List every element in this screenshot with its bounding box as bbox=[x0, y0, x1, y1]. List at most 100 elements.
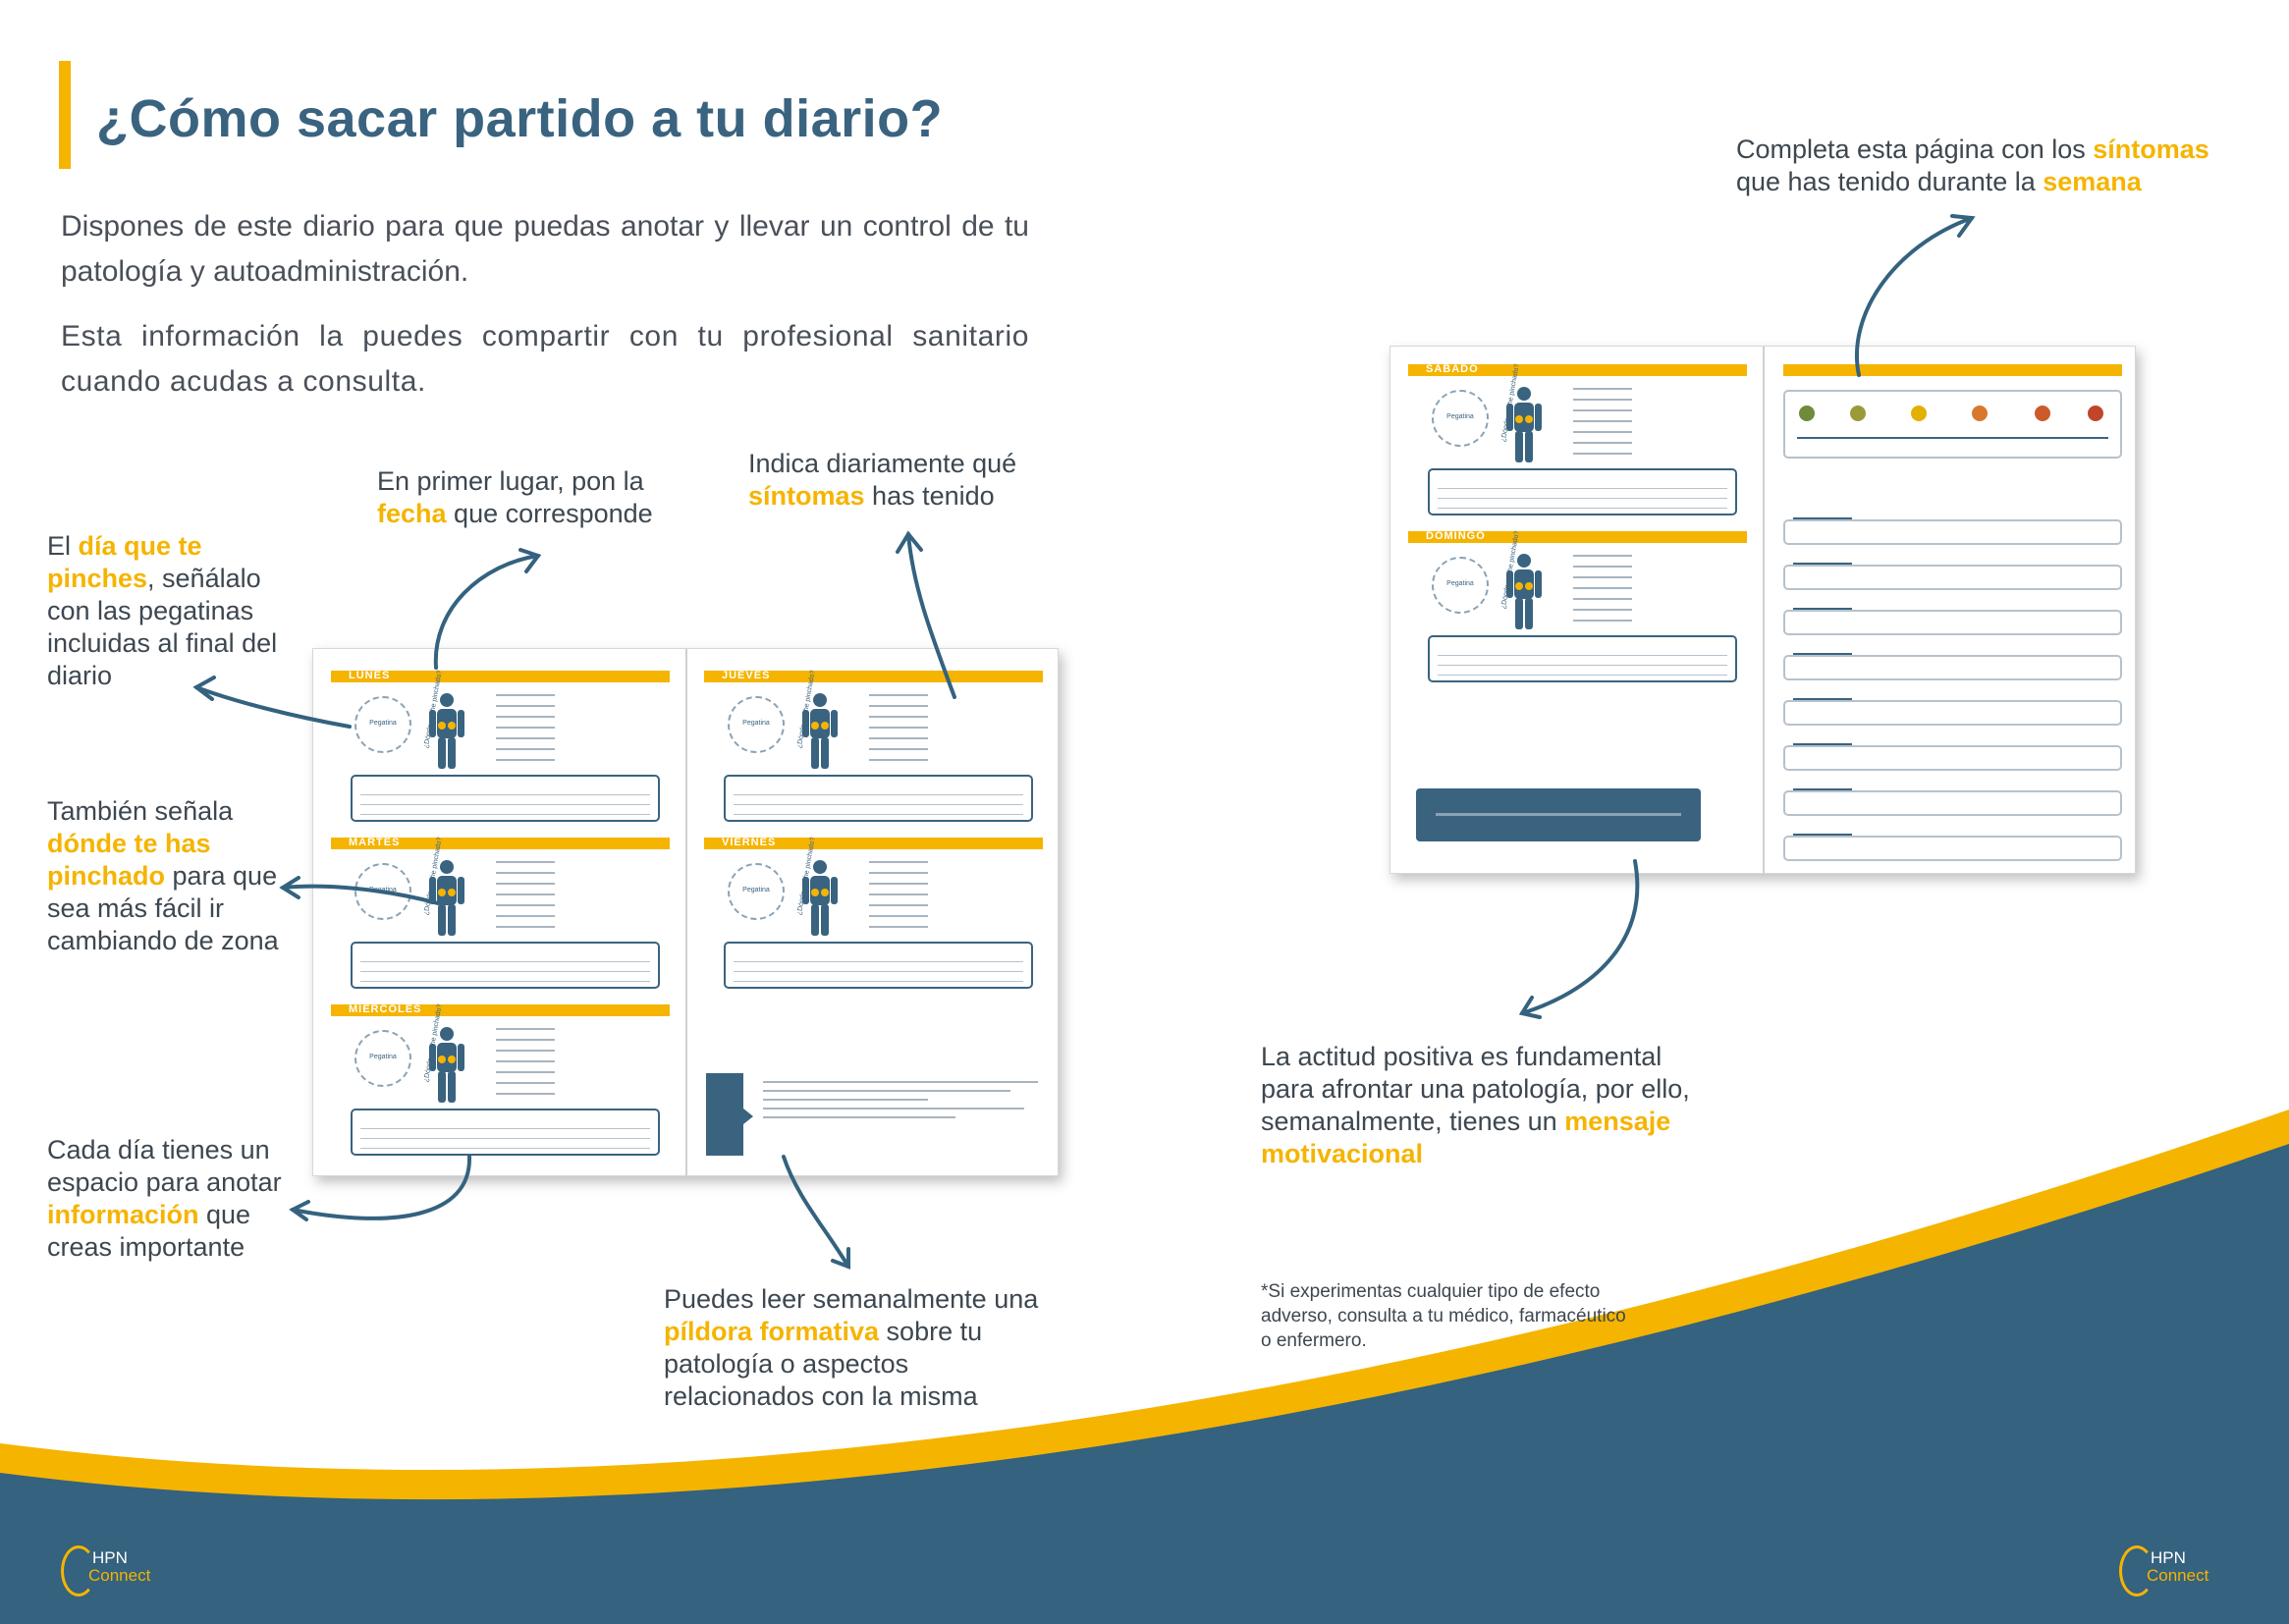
callout-actitud: La actitud positiva es fundamental para … bbox=[1261, 1041, 1693, 1170]
day-header: MARTES bbox=[331, 837, 670, 849]
logo-ring-icon bbox=[2119, 1545, 2154, 1597]
day-header: JUEVES bbox=[704, 670, 1043, 682]
day-card-viernes: VIERNES Pegatina ¿Dónde me he pinchado? bbox=[704, 837, 1043, 997]
logo-ring-icon bbox=[61, 1545, 96, 1597]
callout-highlight: fecha bbox=[377, 499, 447, 528]
body-figure-icon bbox=[1506, 554, 1542, 629]
summary-row bbox=[1783, 788, 2122, 816]
sticker-circle: Pegatina bbox=[354, 1030, 411, 1087]
notes-box bbox=[351, 1109, 660, 1156]
intro-paragraph-1: Dispones de este diario para que puedas … bbox=[61, 210, 1029, 288]
arrow-top-right bbox=[1855, 216, 1974, 377]
sticker-circle: Pegatina bbox=[354, 696, 411, 753]
body-figure-icon bbox=[802, 860, 838, 936]
summary-row bbox=[1783, 698, 2122, 726]
sticker-circle: Pegatina bbox=[1432, 390, 1489, 447]
day-header: LUNES bbox=[331, 670, 670, 682]
arrow-dia bbox=[194, 685, 352, 729]
diary-spread-weekend: SÁBADO Pegatina ¿Dónde me he pinchado? D… bbox=[1390, 346, 2136, 874]
callout-highlight: día que te pinches bbox=[47, 531, 202, 593]
day-name: DOMINGO bbox=[1426, 530, 1486, 542]
callout-text: has tenido bbox=[864, 481, 995, 511]
sticker-label: Pegatina bbox=[1446, 580, 1474, 587]
sticker-label: Pegatina bbox=[369, 1054, 397, 1060]
callout-highlight: mensaje motivacional bbox=[1261, 1107, 1671, 1168]
symptom-checklist bbox=[1573, 388, 1740, 463]
sticker-circle: Pegatina bbox=[728, 696, 785, 753]
arrow-actitud bbox=[1520, 859, 1640, 1015]
callout-dia: El día que te pinches, señálalo con las … bbox=[47, 530, 302, 692]
callout-text: para que sea más fácil ir cambiando de z… bbox=[47, 861, 279, 955]
day-name: MIÉRCOLES bbox=[349, 1003, 422, 1015]
summary-row bbox=[1783, 563, 2122, 590]
symptom-checklist bbox=[1573, 555, 1740, 630]
callout-text: Cada día tienes un espacio para anotar bbox=[47, 1135, 282, 1197]
arrow-fecha bbox=[433, 554, 540, 670]
day-name: LUNES bbox=[349, 670, 391, 681]
callout-text: que creas importante bbox=[47, 1200, 251, 1262]
day-header: MIÉRCOLES bbox=[331, 1003, 670, 1016]
summary-row bbox=[1783, 517, 2122, 545]
day-card-jueves: JUEVES Pegatina ¿Dónde me he pinchado? bbox=[704, 670, 1043, 830]
fatigue-scale bbox=[1783, 390, 2122, 459]
day-card-domingo: DOMINGO Pegatina ¿Dónde me he pinchado? bbox=[1408, 530, 1747, 690]
body-figure-icon bbox=[429, 1027, 464, 1103]
notes-box bbox=[351, 775, 660, 822]
motivational-banner bbox=[1416, 788, 1701, 841]
callout-text: que corresponde bbox=[446, 499, 653, 528]
diary-spread-weekdays: LUNES Pegatina ¿Dónde me he pinchado? MA… bbox=[312, 648, 1059, 1176]
intro-paragraph-2: Esta información la puedes compartir con… bbox=[61, 320, 1029, 398]
hpn-connect-logo: HPN Connect bbox=[59, 1542, 177, 1610]
callout-sintomas: Indica diariamente qué síntomas has teni… bbox=[748, 448, 1063, 513]
day-header: DOMINGO bbox=[1408, 530, 1747, 543]
summary-row bbox=[1783, 653, 2122, 680]
summary-row bbox=[1783, 743, 2122, 771]
logo-line-2: Connect bbox=[2147, 1566, 2209, 1585]
callout-text: que has tenido durante la bbox=[1736, 167, 2044, 196]
pildora-tab-arrow bbox=[743, 1109, 753, 1124]
day-card-miercoles: MIÉRCOLES Pegatina ¿Dónde me he pinchado… bbox=[331, 1003, 670, 1164]
logo-line-2: Connect bbox=[88, 1566, 151, 1585]
notes-box bbox=[1428, 468, 1737, 515]
callout-espacio: Cada día tienes un espacio para anotar i… bbox=[47, 1134, 312, 1264]
callout-highlight: síntomas bbox=[748, 481, 865, 511]
logo-line-1: HPN bbox=[92, 1548, 128, 1567]
page-title: ¿Cómo sacar partido a tu diario? bbox=[96, 89, 944, 148]
body-figure-icon bbox=[429, 693, 464, 769]
spread-fold bbox=[1763, 347, 1765, 873]
callout-text: sobre tu patología o aspectos relacionad… bbox=[664, 1317, 983, 1411]
day-card-lunes: LUNES Pegatina ¿Dónde me he pinchado? bbox=[331, 670, 670, 830]
callout-highlight: píldora formativa bbox=[664, 1317, 880, 1346]
hpn-connect-logo: HPN Connect bbox=[2117, 1542, 2235, 1610]
callout-text: Puedes leer semanalmente una bbox=[664, 1284, 1039, 1314]
summary-header bbox=[1783, 364, 2122, 376]
body-figure-icon bbox=[429, 860, 464, 936]
symptom-checklist bbox=[496, 1028, 663, 1104]
day-name: MARTES bbox=[349, 837, 401, 848]
callout-donde: También señala dónde te has pinchado par… bbox=[47, 795, 283, 957]
arrow-espacio bbox=[291, 1155, 472, 1220]
day-name: SÁBADO bbox=[1426, 363, 1479, 375]
symptom-checklist bbox=[869, 694, 1036, 770]
day-name: VIERNES bbox=[722, 837, 777, 848]
sticker-label: Pegatina bbox=[742, 720, 770, 727]
arrow-pildora bbox=[782, 1155, 850, 1269]
callout-text: La actitud positiva es fundamental para … bbox=[1261, 1042, 1690, 1136]
symptom-checklist bbox=[496, 861, 663, 937]
pildora-tab bbox=[706, 1073, 743, 1156]
notes-box bbox=[1428, 635, 1737, 682]
sticker-label: Pegatina bbox=[1446, 413, 1474, 420]
arrow-sintomas bbox=[906, 532, 956, 699]
callout-highlight: semana bbox=[2043, 167, 2142, 196]
callout-text: El bbox=[47, 531, 79, 561]
footnote: *Si experimentas cualquier tipo de efect… bbox=[1261, 1281, 1626, 1351]
arrow-donde bbox=[281, 884, 440, 905]
day-name: JUEVES bbox=[722, 670, 771, 681]
callout-weekly-summary: Completa esta página con los síntomas qu… bbox=[1736, 134, 2247, 198]
sticker-label: Pegatina bbox=[369, 720, 397, 727]
sticker-label: Pegatina bbox=[742, 887, 770, 893]
summary-row bbox=[1783, 608, 2122, 635]
callout-text: En primer lugar, pon la bbox=[377, 466, 644, 496]
